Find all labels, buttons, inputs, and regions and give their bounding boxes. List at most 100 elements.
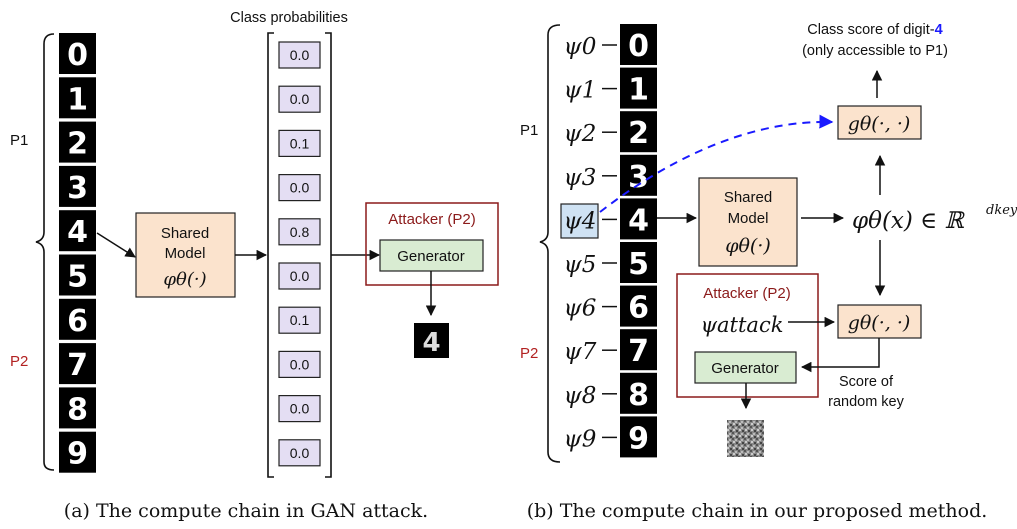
generator-box-a bbox=[379, 239, 484, 272]
prob-box: 0.0 bbox=[278, 85, 321, 113]
prob-value: 0.0 bbox=[290, 91, 310, 107]
prob-box: 0.0 bbox=[278, 174, 321, 202]
prob-value: 0.0 bbox=[290, 180, 310, 196]
p1-label-a: P1 bbox=[10, 132, 28, 149]
prob-value: 0.0 bbox=[290, 47, 310, 63]
digit-tile-a-2: 2 bbox=[59, 121, 96, 163]
p2-label-b: P2 bbox=[520, 345, 538, 362]
digit-tile-b-4: 4 bbox=[620, 198, 657, 240]
class-score-prefix: Class score of digit- bbox=[807, 22, 934, 38]
digit-tile-b-8: 8 bbox=[620, 372, 657, 414]
p1-brace-a bbox=[35, 33, 55, 471]
class-score-title: Class score of digit-4 bbox=[807, 22, 942, 38]
digit-glyph: 5 bbox=[67, 260, 88, 295]
generator-box-b bbox=[694, 351, 797, 384]
digit-tile-b-1: 1 bbox=[620, 67, 657, 109]
digit-tile-b-3: 3 bbox=[620, 154, 657, 196]
score-random-key-line2: random key bbox=[828, 394, 905, 410]
digit-tile-a-6: 6 bbox=[59, 298, 96, 340]
prob-value: 0.0 bbox=[290, 445, 310, 461]
prob-value: 0.0 bbox=[290, 401, 310, 417]
shared-model-b: Shared Model φθ(·) bbox=[698, 177, 798, 267]
p1-brace-b bbox=[539, 24, 561, 463]
prob-box: 0.0 bbox=[278, 395, 321, 423]
prob-box: 0.1 bbox=[278, 129, 321, 157]
caption-a: (a) The compute chain in GAN attack. bbox=[64, 500, 428, 522]
psi4-highlight bbox=[560, 203, 599, 239]
key-column-b: ψ0 ψ1 ψ2 ψ3 ψ4 ψ5 ψ6 ψ7 ψ8 ψ9 bbox=[564, 34, 617, 452]
prob-box: 0.0 bbox=[278, 350, 321, 378]
class-score-subtitle: (only accessible to P1) bbox=[802, 43, 948, 59]
g-to-generator-arrow bbox=[800, 338, 880, 373]
digit-tile-a-0: 0 bbox=[59, 33, 96, 74]
shared-model-b-line2: Model bbox=[728, 210, 769, 227]
digit-glyph: 4 bbox=[628, 203, 649, 238]
digit-glyph: 3 bbox=[628, 160, 649, 195]
digit-tile-a-7: 7 bbox=[59, 343, 96, 385]
digit-column-a: 0 1 2 3 4 56 7 8 9 bbox=[59, 33, 96, 473]
digit-glyph: 3 bbox=[67, 171, 88, 206]
noise-image bbox=[727, 420, 764, 457]
shared-model-b-line1: Shared bbox=[724, 189, 772, 206]
g-bottom-label: gθ(·, ·) bbox=[848, 312, 911, 334]
digit-tile-b-2: 2 bbox=[620, 111, 657, 153]
attacker-title-b: Attacker (P2) bbox=[703, 285, 791, 302]
generator-label-b: Generator bbox=[711, 360, 779, 377]
psi-attack-label: ψattack bbox=[701, 313, 784, 337]
g-top-box: gθ(·, ·) bbox=[837, 105, 922, 140]
digit-tile-a-9: 9 bbox=[59, 431, 96, 473]
prob-value: 0.8 bbox=[290, 224, 310, 240]
shared-model-a-line1: Shared bbox=[161, 225, 209, 242]
embedding-superscript: dkey bbox=[986, 203, 1017, 218]
p2-label-a: P2 bbox=[10, 353, 28, 370]
key-label-9: ψ9 bbox=[564, 426, 597, 452]
prob-bracket-right bbox=[325, 32, 332, 478]
key-label-5: ψ5 bbox=[564, 252, 597, 278]
digit-glyph: 7 bbox=[67, 348, 88, 383]
prob-box: 0.1 bbox=[278, 306, 321, 334]
key-label-6: ψ6 bbox=[564, 296, 597, 322]
prob-value: 0.1 bbox=[290, 135, 310, 151]
key-label-2: ψ2 bbox=[564, 121, 597, 147]
digit-glyph: 9 bbox=[628, 421, 649, 456]
key-label-3: ψ3 bbox=[564, 165, 597, 191]
class-score-digit: 4 bbox=[935, 22, 943, 38]
generator-label-a: Generator bbox=[397, 248, 465, 265]
prob-box: 0.0 bbox=[278, 262, 321, 290]
key-label-7: ψ7 bbox=[564, 339, 597, 365]
prob-value: 0.0 bbox=[290, 356, 310, 372]
prob-box: 0.8 bbox=[278, 218, 321, 246]
caption-b: (b) The compute chain in our proposed me… bbox=[527, 500, 988, 522]
digit-tile-a-5: 5 bbox=[59, 254, 96, 296]
digit-glyph: 9 bbox=[67, 437, 88, 472]
score-random-key-line1: Score of bbox=[839, 374, 894, 390]
prob-column: 0.0 0.0 0.1 0.0 0.8 0.0 0.1 0.0 0.0 0.0 bbox=[278, 41, 321, 467]
generated-digit-glyph: 4 bbox=[422, 328, 440, 358]
p1-label-b: P1 bbox=[520, 122, 538, 139]
digit-tile-a-8: 8 bbox=[59, 387, 96, 429]
digit-tile-b-0: 0 bbox=[620, 24, 657, 65]
key-label-4: ψ4 bbox=[564, 208, 597, 234]
digit-glyph: 0 bbox=[67, 38, 88, 73]
digit-glyph: 2 bbox=[628, 116, 649, 151]
key-label-0: ψ0 bbox=[564, 34, 597, 60]
digit-tile-b-7: 7 bbox=[620, 329, 657, 371]
panel-b: P1 P2 ψ0 ψ1 ψ2 ψ3 ψ4 ψ5 ψ6 ψ7 ψ8 ψ9 0 1 2 3 4 5 6 78 9 Sh… bbox=[520, 22, 1017, 522]
generated-digit-image: 4 bbox=[414, 323, 449, 358]
digit-glyph: 4 bbox=[67, 215, 88, 250]
key-label-1: ψ1 bbox=[564, 78, 597, 104]
key-label-8: ψ8 bbox=[564, 383, 597, 409]
digit-tile-a-3: 3 bbox=[59, 165, 96, 207]
digit-glyph: 1 bbox=[628, 73, 649, 108]
digit-glyph: 8 bbox=[67, 392, 88, 427]
shared-model-a-math: φθ(·) bbox=[163, 269, 206, 290]
digit-glyph: 5 bbox=[628, 247, 649, 282]
digit-glyph: 1 bbox=[67, 82, 88, 117]
digit-glyph: 6 bbox=[628, 291, 649, 326]
digit-glyph: 0 bbox=[628, 29, 649, 64]
embedding-label: φθ(x) ∈ ℝ bbox=[852, 208, 966, 234]
digit-glyph: 7 bbox=[628, 334, 649, 369]
g-top-label: gθ(·, ·) bbox=[848, 113, 911, 135]
attacker-box-b: Attacker (P2) ψattack Generator bbox=[676, 273, 819, 398]
